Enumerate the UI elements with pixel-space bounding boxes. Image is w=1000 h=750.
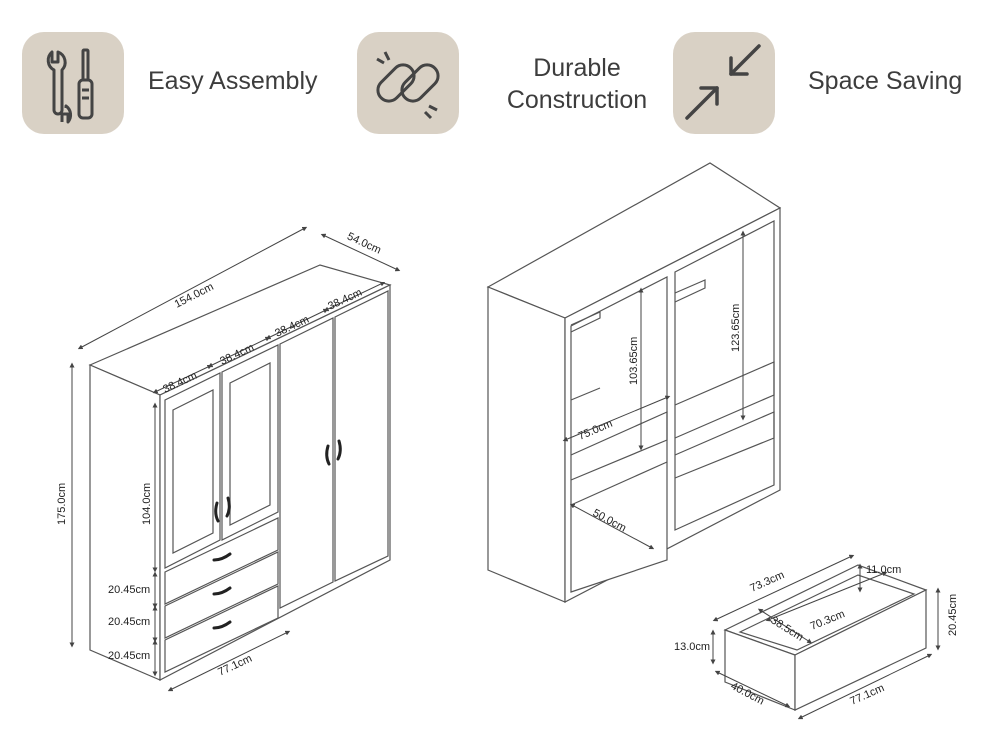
compress-arrows-icon xyxy=(685,44,761,120)
easy-assembly-label: Easy Assembly xyxy=(148,67,318,95)
tools-icon xyxy=(46,48,94,124)
door-1-panel xyxy=(172,389,214,554)
depth-label: 54.0cm xyxy=(345,231,383,257)
interior-dimension-lines xyxy=(562,230,746,550)
interior-shelves xyxy=(570,279,775,506)
drawer-2 xyxy=(164,551,279,639)
drawer-side-height-label: 13.0cm xyxy=(674,641,710,653)
right-hanging-height-label: 123.65cm xyxy=(730,304,742,352)
drawer-outer-width-label: 73.3cm xyxy=(748,569,786,595)
drawer-height-label-1: 20.45cm xyxy=(108,584,150,596)
drawer-1 xyxy=(164,517,279,605)
drawer-front-height-label: 20.45cm xyxy=(947,594,959,636)
durable-construction-line2: Construction xyxy=(506,86,648,114)
durable-construction-label: Durable Construction xyxy=(492,52,662,116)
space-saving-label: Space Saving xyxy=(808,67,963,95)
chain-link-icon xyxy=(376,51,440,120)
drawer-section-width-label: 77.1cm xyxy=(216,653,254,679)
drawer-height-label-2: 20.45cm xyxy=(108,616,150,628)
width-label: 154.0cm xyxy=(173,281,216,311)
door-height-label: 104.0cm xyxy=(141,483,153,525)
easy-assembly-tile xyxy=(22,32,124,134)
door-4 xyxy=(334,290,389,582)
wardrobe-handles xyxy=(212,439,342,630)
open-wardrobe-side xyxy=(487,286,566,603)
left-hanging-height-label: 103.65cm xyxy=(628,337,640,385)
drawer-back-height-label: 11.0cm xyxy=(866,564,901,576)
closed-wardrobe xyxy=(88,264,392,681)
right-compartment xyxy=(674,220,775,531)
door-3 xyxy=(279,317,334,609)
wardrobe-dimension-lines xyxy=(69,226,401,692)
space-saving-tile xyxy=(673,32,775,134)
drawer-dimension-lines xyxy=(710,554,941,720)
door-2-panel xyxy=(229,362,271,526)
durable-construction-line1: Durable xyxy=(533,54,621,82)
height-label: 175.0cm xyxy=(56,483,68,525)
drawer-height-label-3: 20.45cm xyxy=(108,650,150,662)
durable-construction-tile xyxy=(357,32,459,134)
